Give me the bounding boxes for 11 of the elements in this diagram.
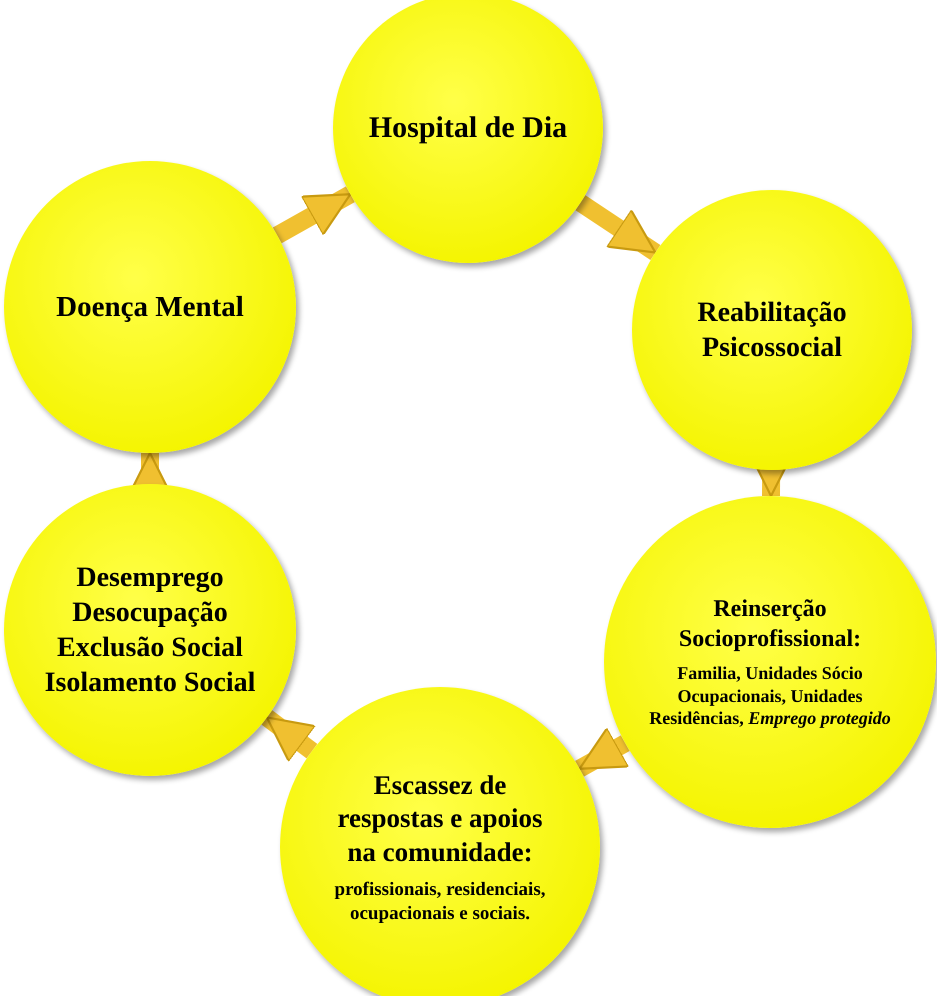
node-title: Escassez de respostas e apoios na comunidade: [336, 768, 544, 870]
block-arrow [262, 710, 318, 763]
node-title: Reabilitação Psicossocial [696, 296, 848, 365]
node-title: Desemprego Desocupação Exclusão Social Isolamento Social [44, 561, 256, 700]
block-arrow [272, 186, 355, 244]
block-arrow [575, 195, 660, 260]
node-detail: Familia, Unidades Sócio Ocupacionais, Unidades Residências, Emprego protegido [648, 662, 892, 730]
node-title: Doença Mental [56, 290, 244, 325]
node-detail: profissionais, residenciais, ocupacionais e sociais. [334, 878, 546, 926]
node-title: Hospital de Dia [368, 110, 568, 146]
node-title: Reinserção Socioprofissional: [678, 595, 862, 654]
